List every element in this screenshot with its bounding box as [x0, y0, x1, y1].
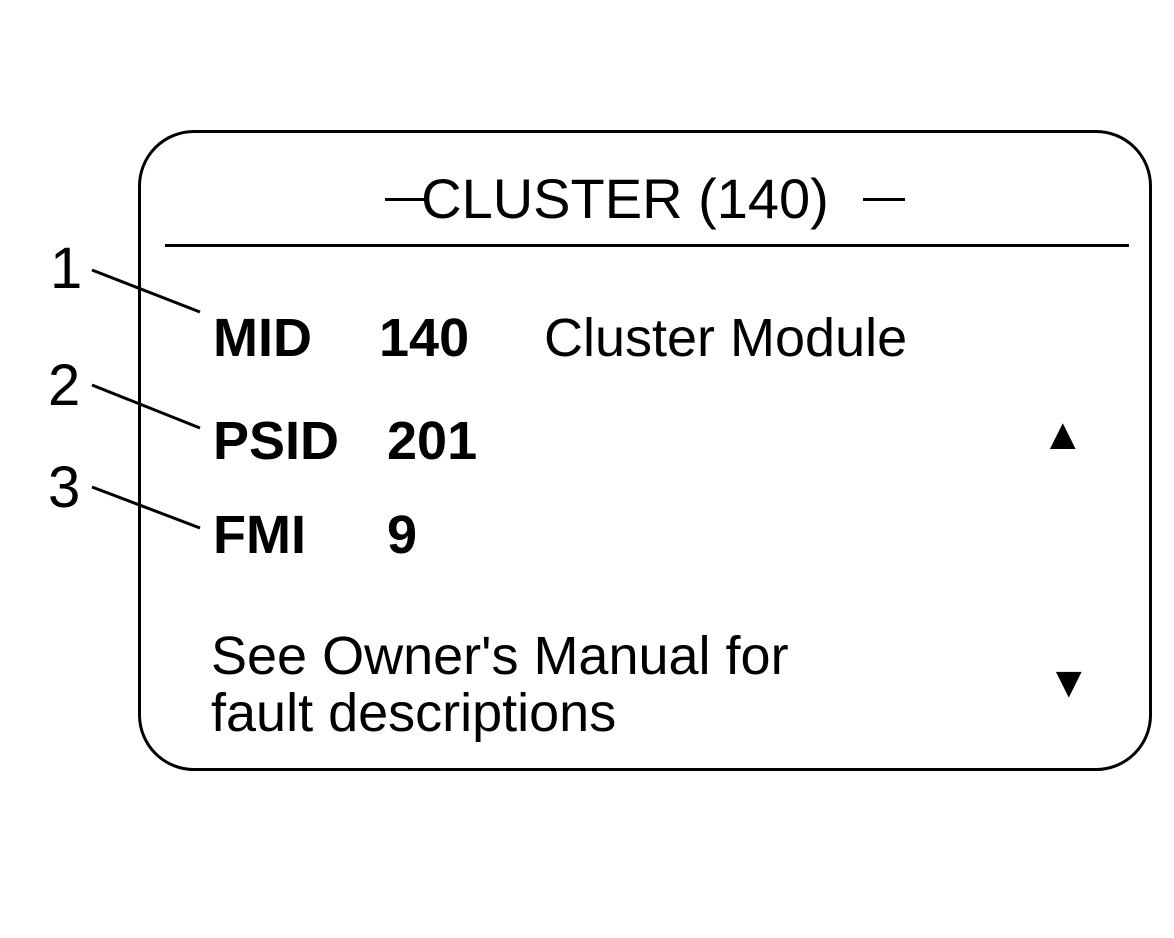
fault-note: See Owner's Manual for fault description… — [211, 628, 789, 741]
fault-note-line-1: See Owner's Manual for — [211, 626, 789, 686]
title-dash-left — [385, 197, 428, 201]
title-dash-right — [862, 197, 905, 201]
panel-title: CLUSTER (140) — [421, 167, 829, 230]
psid-label: PSID — [213, 411, 340, 471]
callout-1: 1 — [50, 236, 83, 301]
callout-2: 2 — [48, 353, 81, 418]
callout-2-leader — [91, 383, 201, 430]
scroll-up-arrow-icon: ▲ — [1041, 410, 1085, 459]
psid-value: 201 — [387, 411, 478, 471]
fault-note-line-2: fault descriptions — [211, 682, 617, 743]
mid-label: MID — [213, 308, 312, 368]
panel-title-row: CLUSTER (140) — [141, 171, 1149, 227]
callout-3-leader — [91, 485, 201, 530]
callout-1-leader — [91, 268, 201, 314]
callout-3: 3 — [48, 455, 81, 520]
title-separator — [165, 244, 1129, 247]
mid-description: Cluster Module — [544, 308, 908, 368]
fmi-value: 9 — [387, 505, 418, 565]
mid-value: 140 — [379, 308, 470, 368]
scroll-down-arrow-icon: ▼ — [1047, 658, 1091, 707]
fmi-label: FMI — [213, 505, 306, 565]
cluster-display-panel: CLUSTER (140) MID 140 Cluster Module PSI… — [138, 130, 1152, 771]
